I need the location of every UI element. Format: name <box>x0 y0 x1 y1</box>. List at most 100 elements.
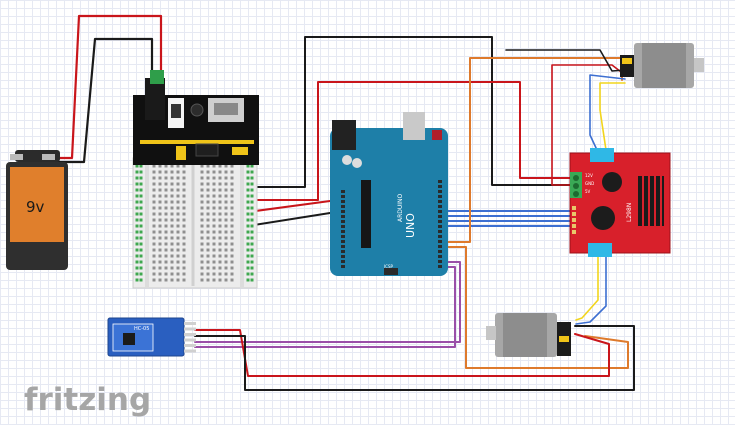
breadboard-rail-hole <box>139 242 143 246</box>
wire-motor2-blue[interactable] <box>575 251 607 325</box>
breadboard-hole <box>158 212 162 216</box>
breadboard-rail-hole <box>250 188 254 192</box>
breadboard-hole <box>218 218 222 222</box>
breadboard-rail-hole <box>135 170 139 174</box>
breadboard-hole <box>170 206 174 210</box>
breadboard-hole <box>206 260 210 264</box>
arduino-header-pin <box>341 235 345 238</box>
breadboard-hole <box>224 170 228 174</box>
breadboard-rail-hole <box>246 260 250 264</box>
arduino-header-pin <box>438 215 442 218</box>
wire-purple-2[interactable] <box>194 266 456 348</box>
breadboard-hole <box>224 182 228 186</box>
wire-orange-bottom[interactable] <box>445 246 629 369</box>
breadboard-hole <box>158 194 162 198</box>
bluetooth-module-label: HC-05 <box>134 326 149 332</box>
driver-terminal-12v: 12V <box>585 173 593 178</box>
wire-bb-black-top[interactable] <box>247 36 571 188</box>
breadboard-hole <box>176 200 180 204</box>
breadboard-hole <box>224 212 228 216</box>
breadboard-rail-hole <box>246 182 250 186</box>
breadboard-rail-hole <box>135 236 139 240</box>
breadboard-hole <box>200 242 204 246</box>
breadboard-hole <box>176 212 180 216</box>
breadboard-hole <box>158 218 162 222</box>
breadboard-hole <box>206 194 210 198</box>
arduino-header-pin <box>438 185 442 188</box>
bluetooth-pin <box>184 333 196 336</box>
breadboard-rail-hole <box>250 224 254 228</box>
wire-bb-red-top[interactable] <box>247 81 571 201</box>
breadboard-rail-hole <box>246 206 250 210</box>
breadboard-hole <box>158 272 162 276</box>
wire-bt-red[interactable] <box>194 329 610 377</box>
breadboard-hole <box>218 272 222 276</box>
arduino-brand-label: ARDUINO <box>397 193 404 222</box>
breadboard-rail-hole <box>250 254 254 258</box>
breadboard-hole <box>158 236 162 240</box>
wire-motor1-blue[interactable] <box>589 74 626 151</box>
breadboard-rail-hole <box>135 242 139 246</box>
breadboard-hole <box>164 236 168 240</box>
breadboard-rail-hole <box>135 248 139 252</box>
wire-battery-red[interactable] <box>56 14 163 160</box>
breadboard-rail-hole <box>250 242 254 246</box>
breadboard-hole <box>230 260 234 264</box>
breadboard-hole <box>224 272 228 276</box>
breadboard-hole <box>218 194 222 198</box>
driver-input-pins <box>572 206 576 234</box>
breadboard-hole <box>176 236 180 240</box>
arduino-header-pin <box>341 255 345 258</box>
bluetooth-pin <box>184 344 196 347</box>
breadboard-rail-hole <box>246 248 250 252</box>
breadboard-hole <box>182 218 186 222</box>
breadboard-rail-hole <box>139 272 143 276</box>
breadboard-hole <box>230 188 234 192</box>
breadboard-rail-hole <box>135 272 139 276</box>
breadboard-hole <box>200 188 204 192</box>
breadboard-hole <box>206 218 210 222</box>
breadboard-hole <box>200 206 204 210</box>
breadboard-rail-hole <box>139 266 143 270</box>
breadboard-hole <box>206 176 210 180</box>
breadboard-hole <box>224 200 228 204</box>
breadboard-hole <box>218 206 222 210</box>
breadboard-hole <box>206 254 210 258</box>
breadboard-hole <box>218 212 222 216</box>
wire-motor1-yellow[interactable] <box>599 82 626 151</box>
arduino-header-pin <box>438 250 442 253</box>
breadboard-hole <box>212 188 216 192</box>
arduino-header-pin <box>341 230 345 233</box>
breadboard-hole <box>152 164 156 168</box>
breadboard-hole <box>206 278 210 282</box>
wire-battery-black[interactable] <box>56 37 154 164</box>
wire-bt-black[interactable] <box>194 325 635 391</box>
breadboard-hole <box>206 230 210 234</box>
wire-purple-1[interactable] <box>194 261 461 343</box>
wires <box>56 14 635 391</box>
wire-motor2-yellow[interactable] <box>575 251 599 321</box>
breadboard-hole <box>200 194 204 198</box>
bluetooth-pin <box>184 349 196 353</box>
breadboard-hole <box>164 224 168 228</box>
breadboard-hole <box>230 254 234 258</box>
breadboard-hole <box>206 266 210 270</box>
breadboard-rail-hole <box>250 266 254 270</box>
breadboard-hole <box>212 254 216 258</box>
wire-motor1-black[interactable] <box>505 49 626 72</box>
breadboard-hole <box>176 266 180 270</box>
breadboard-hole <box>164 266 168 270</box>
arduino-header-pin <box>341 250 345 253</box>
breadboard-hole <box>176 176 180 180</box>
breadboard-rail-hole <box>250 278 254 282</box>
breadboard-hole <box>224 236 228 240</box>
breadboard-hole <box>182 230 186 234</box>
breadboard-hole <box>170 254 174 258</box>
breadboard-hole <box>176 170 180 174</box>
breadboard-hole <box>212 248 216 252</box>
breadboard-hole <box>212 242 216 246</box>
breadboard-hole <box>200 218 204 222</box>
breadboard-hole <box>152 272 156 276</box>
wire-motor1-red[interactable] <box>551 64 626 186</box>
driver-chip-label: L298N <box>626 203 633 222</box>
